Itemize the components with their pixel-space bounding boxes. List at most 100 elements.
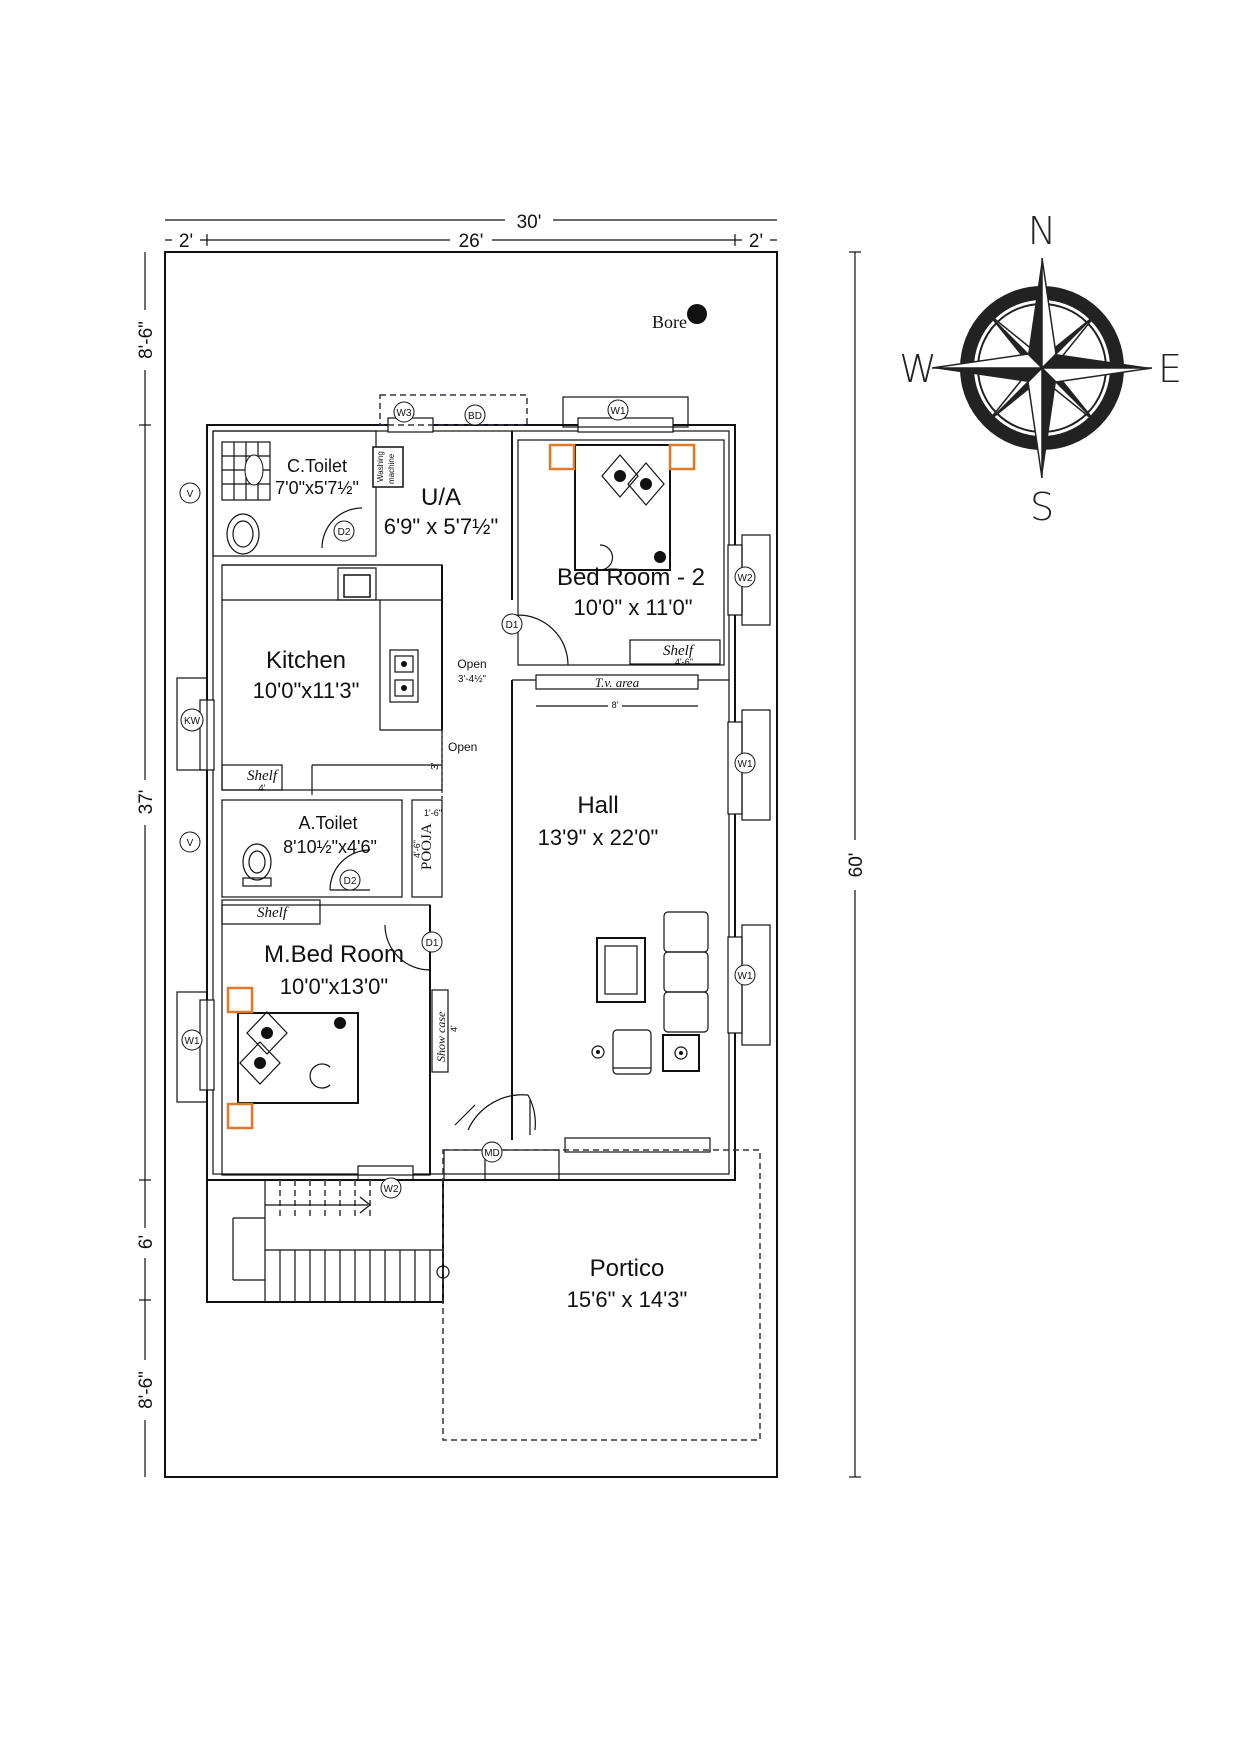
tag-w2-bottom: W2 [380,1177,402,1199]
portico-size: 15'6" x 14'3" [567,1287,688,1312]
svg-text:W3: W3 [397,408,412,419]
tags: W3 BD W1 W2 D1 D2 V KW V D2 W1 D1 W1 W1 … [179,399,756,1199]
svg-text:W1: W1 [738,971,753,982]
front-setback-label: 8'-6" [136,321,157,359]
bedroom2-shelf-dim: 4'-6" [675,657,693,667]
tag-kw: KW [180,708,204,732]
dimension-left: 8'-6" 37' 6' 8'-6" [134,252,157,1477]
tag-w1-left: W1 [181,1029,203,1051]
utility-name: U/A [421,484,461,511]
svg-text:D2: D2 [344,876,357,887]
svg-text:V: V [187,489,194,500]
svg-text:KW: KW [184,716,201,727]
pooja-label: POOJA [419,823,435,870]
right-setback-label: 2' [749,231,763,252]
tag-v-top: V [179,482,201,504]
tag-md: MD [481,1141,503,1163]
kitchen-name: Kitchen [266,647,346,674]
inner-width-label: 26' [459,231,484,252]
a-toilet-name: A.Toilet [298,813,357,833]
pooja-dim-w: 1'-6" [424,808,442,818]
tv-area-dim: 8' [612,700,619,710]
c-toilet-size: 7'0"x5'7½" [275,478,359,498]
washing-machine-label-2: machine [387,453,396,484]
rear-setback-label: 8'-6" [136,1371,157,1409]
svg-text:MD: MD [484,1148,500,1159]
bedroom2-side-table-left [548,443,576,471]
compass-north: N [1028,209,1056,253]
show-case-label: Show case [434,1011,448,1062]
svg-text:W2: W2 [738,573,753,584]
plot-boundary [164,251,778,1478]
master-bedroom-size: 10'0"x13'0" [280,974,388,999]
tag-d1-bed2: D1 [501,613,523,635]
dimension-right: 60' [843,251,867,1478]
open-mid-label: Open [448,740,477,754]
master-bedroom-name: M.Bed Room [264,941,404,968]
tag-d2-atoilet: D2 [339,869,361,891]
compass-west: W [899,347,937,391]
openings: Open 3'-4½" Open 3' [430,657,487,800]
a-toilet-size: 8'10½"x4'6" [283,837,377,857]
utility-window-outline [379,394,528,426]
a-toilet-fixtures: Shelf POOJA 1'-6" 4'-6" [221,808,442,925]
tag-w1-top: W1 [607,399,629,421]
svg-text:W1: W1 [738,759,753,770]
bedroom2-size: 10'0" x 11'0" [573,595,692,620]
hall-name: Hall [577,792,618,819]
tag-d2-ctoilet: D2 [333,520,355,542]
kitchen-shelf-dim: 4' [259,783,266,793]
a-toilet-shelf-label: Shelf [257,905,289,921]
mid-length-label: 6' [136,1235,157,1249]
washing-machine-label-1: Washing [376,451,385,482]
tv-area: T.v. area 8' [535,674,699,710]
svg-text:D1: D1 [426,938,439,949]
bedroom2-name: Bed Room - 2 [557,564,705,591]
tag-w1-right-low: W1 [734,964,756,986]
svg-text:BD: BD [468,411,482,422]
tag-w2-right: W2 [734,566,756,588]
bedroom2-side-table-right [668,443,696,471]
total-width-label: 30' [517,212,542,233]
kitchen-fixtures: Shelf 4' [221,564,443,793]
mbed-side-table-bottom [226,1102,254,1130]
pooja-dim-h: 4'-6" [412,840,422,858]
utility-size: 6'9" x 5'7½" [384,514,499,539]
staircase [206,1179,450,1303]
svg-text:W1: W1 [185,1036,200,1047]
tag-d1-mbed: D1 [421,931,443,953]
kitchen-size: 10'0"x11'3" [253,678,360,703]
svg-text:D2: D2 [338,527,351,538]
plot-length-label: 60' [846,853,867,878]
master-bedroom-furniture: Show case 4' [226,924,459,1130]
room-labels: C.Toilet 7'0"x5'7½" U/A 6'9" x 5'7½" Bed… [253,456,705,1312]
open-top-label: Open [457,657,486,671]
tag-v-mid: V [179,831,201,853]
svg-text:V: V [187,838,194,849]
compass-south: S [1030,485,1054,529]
dimension-top: 30' 2' 26' 2' [165,208,777,252]
tag-w3: W3 [393,401,415,423]
hall-size: 13'9" x 22'0" [538,825,659,850]
house-length-label: 37' [136,790,157,815]
c-toilet-name: C.Toilet [287,456,347,476]
hall-furniture [454,911,709,1135]
bore-label: Bore [652,312,687,332]
open-top-dim: 3'-4½" [458,674,487,685]
svg-text:W1: W1 [611,406,626,417]
c-toilet-fixtures: Washing machine [221,441,404,555]
show-case-dim: 4' [449,1025,459,1032]
portico-outline [442,1149,761,1441]
tag-bd: BD [464,404,486,426]
svg-text:D1: D1 [506,620,519,631]
tv-area-label: T.v. area [595,675,640,690]
bore-point: Bore [652,304,707,332]
bedroom2-shelf-label: Shelf [663,643,695,659]
compass-east: E [1158,347,1182,391]
mbed-side-table-top [226,986,254,1014]
svg-text:W2: W2 [384,1184,399,1195]
tag-w1-right-mid: W1 [734,752,756,774]
open-mid-dim: 3' [430,762,441,770]
bedroom2-furniture: Shelf 4'-6" [517,443,721,667]
